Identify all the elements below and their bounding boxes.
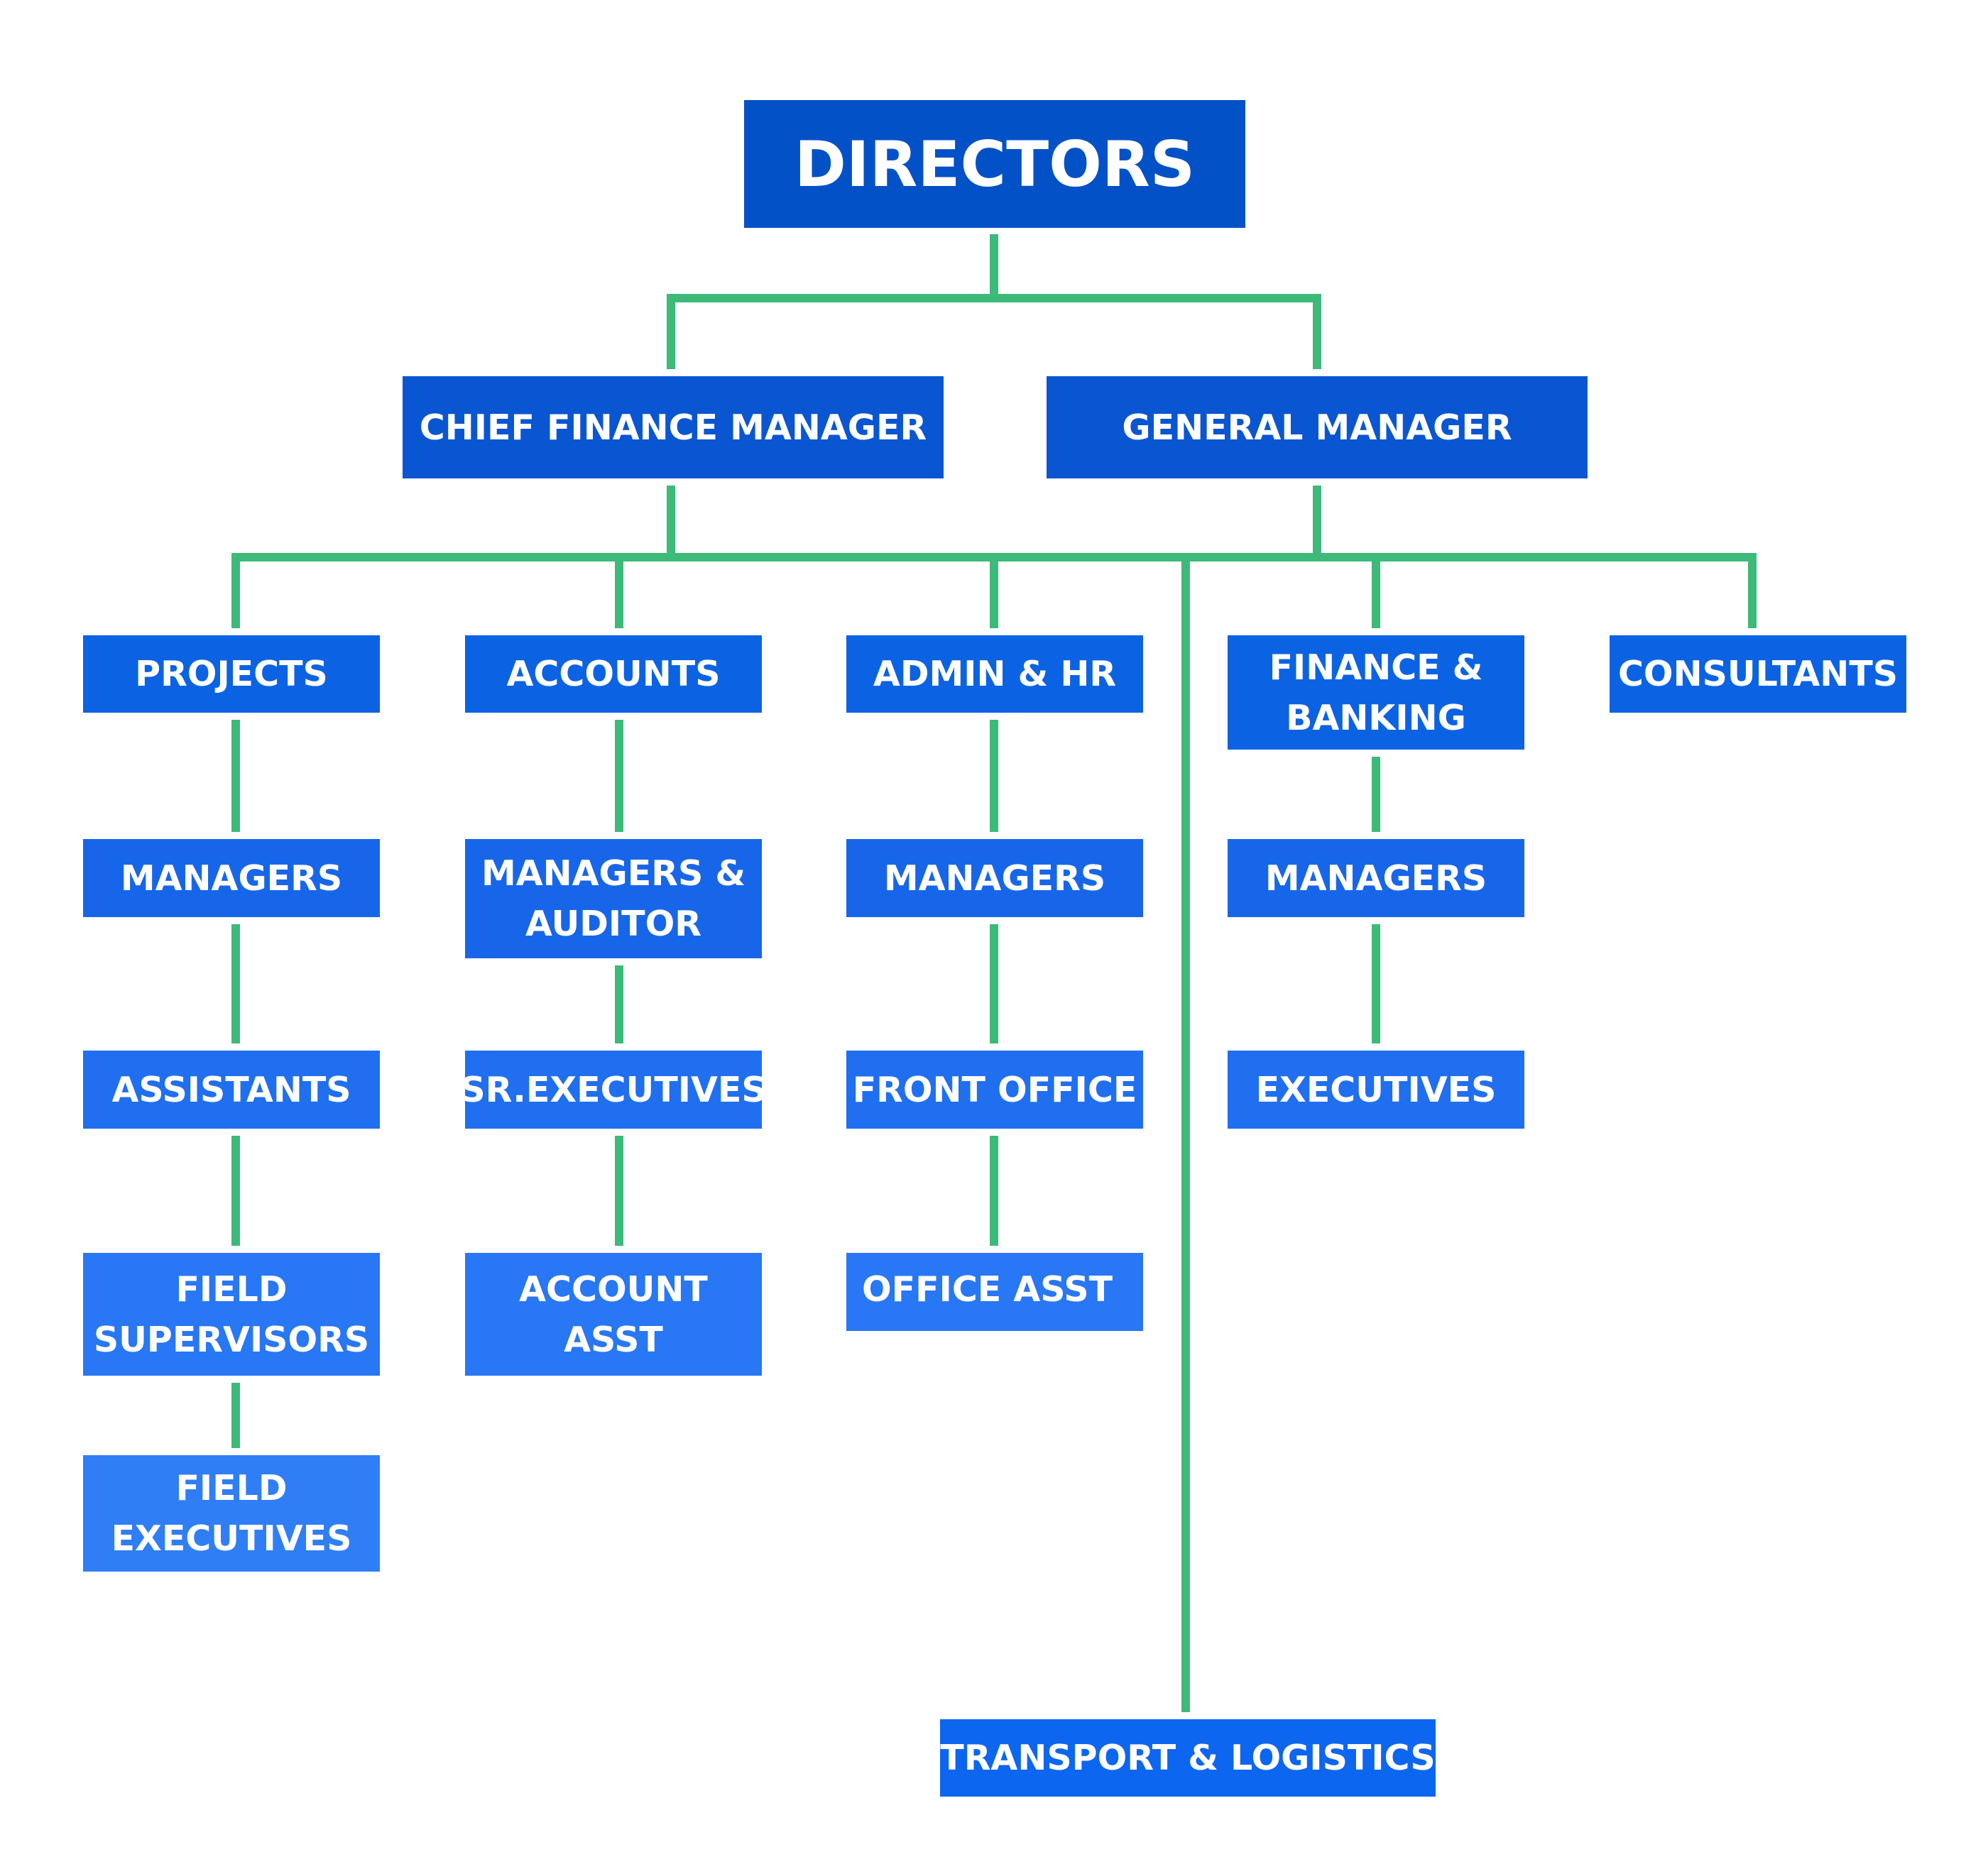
node-finance-banking: FINANCE & BANKING — [1228, 635, 1524, 750]
node-field-supervisors: FIELD SUPERVISORS — [83, 1253, 380, 1376]
node-accounts: ACCOUNTS — [465, 635, 762, 713]
node-sr-executives: SR.EXECUTIVES — [460, 1051, 767, 1129]
node-general-manager: GENERAL MANAGER — [1047, 376, 1588, 478]
node-projects: PROJECTS — [83, 635, 380, 713]
node-field-executives: FIELD EXECUTIVES — [83, 1455, 380, 1572]
node-directors: DIRECTORS — [744, 100, 1245, 228]
node-office-asst: OFFICE ASST — [846, 1253, 1143, 1331]
node-assistants: ASSISTANTS — [83, 1051, 380, 1129]
node-accounts-managers-auditor: MANAGERS & AUDITOR — [465, 839, 762, 958]
node-admin-hr: ADMIN & HR — [846, 635, 1143, 713]
node-projects-managers: MANAGERS — [83, 839, 380, 917]
node-consultants: CONSULTANTS — [1610, 635, 1906, 713]
node-front-office: FRONT OFFICE — [846, 1051, 1143, 1129]
node-account-asst: ACCOUNT ASST — [465, 1253, 762, 1376]
node-chief-finance-manager: CHIEF FINANCE MANAGER — [403, 376, 944, 478]
node-transport-logistics: TRANSPORT & LOGISTICS — [940, 1719, 1436, 1797]
node-admin-managers: MANAGERS — [846, 839, 1143, 917]
node-executives: EXECUTIVES — [1228, 1051, 1524, 1129]
node-finance-managers: MANAGERS — [1228, 839, 1524, 917]
